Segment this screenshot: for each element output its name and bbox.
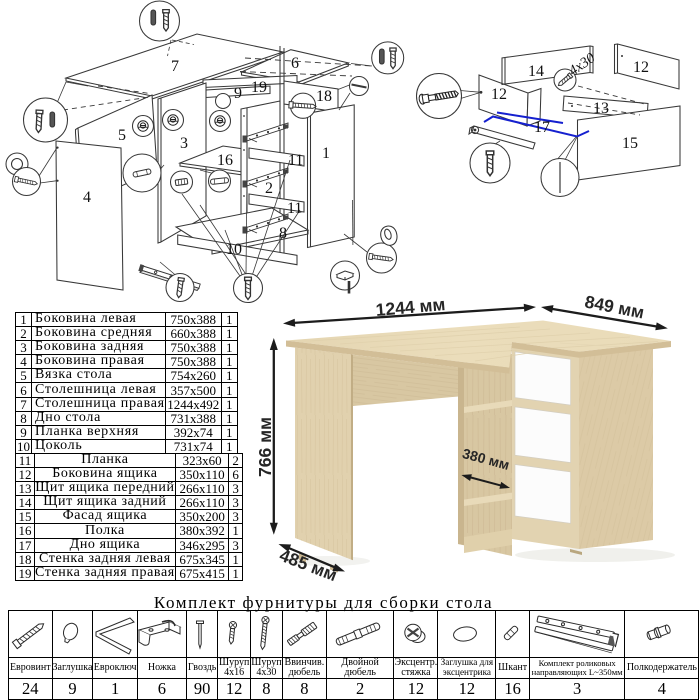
svg-text:18: 18: [316, 88, 332, 105]
svg-text:1: 1: [322, 145, 330, 162]
svg-text:16: 16: [217, 152, 233, 169]
svg-text:766 мм: 766 мм: [255, 417, 275, 477]
svg-text:4: 4: [83, 189, 91, 206]
svg-text:13: 13: [593, 100, 609, 117]
svg-text:3: 3: [180, 135, 188, 152]
svg-text:2: 2: [265, 180, 273, 197]
svg-text:14: 14: [528, 63, 544, 80]
svg-text:7: 7: [171, 58, 179, 75]
svg-text:11: 11: [287, 200, 302, 217]
svg-text:5: 5: [118, 127, 126, 144]
svg-text:6: 6: [291, 55, 299, 72]
svg-text:11: 11: [288, 152, 303, 169]
svg-text:17: 17: [534, 119, 550, 136]
svg-text:1244 мм: 1244 мм: [375, 295, 446, 320]
svg-text:10: 10: [226, 241, 242, 258]
svg-text:8: 8: [279, 225, 287, 242]
svg-text:15: 15: [622, 135, 638, 152]
svg-text:12: 12: [633, 59, 649, 76]
svg-text:19: 19: [251, 79, 267, 96]
svg-text:9: 9: [234, 85, 242, 102]
svg-text:12: 12: [491, 86, 507, 103]
